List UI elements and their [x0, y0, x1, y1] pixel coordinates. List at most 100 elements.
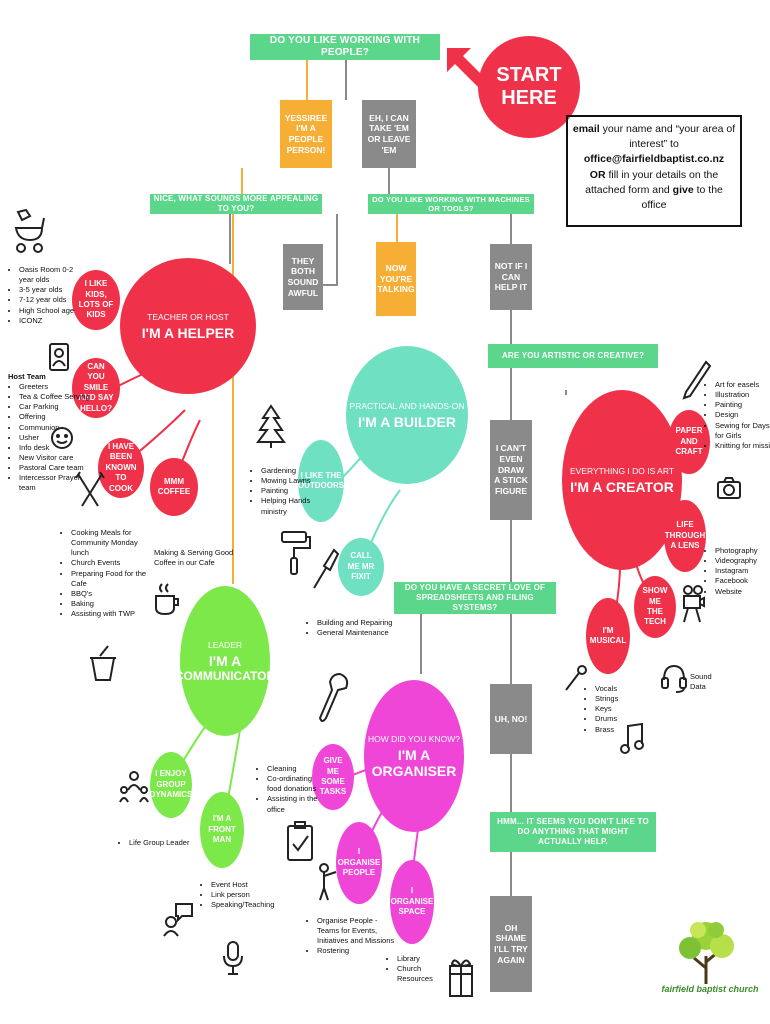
camera-icon: [717, 477, 741, 499]
list-item: Communion: [19, 423, 91, 433]
organiser-people-circle: I ORGANISE PEOPLE: [336, 822, 382, 904]
pram-icon: [14, 208, 45, 253]
list-item: 3-5 year olds: [19, 285, 89, 295]
list-item: Strings: [595, 694, 647, 704]
tree-icon: [256, 404, 286, 448]
list-item: Car Parking: [19, 402, 91, 412]
list-item: General Maintenance: [317, 628, 397, 638]
answer-both-awful: THEY BOTH SOUND AWFUL: [283, 244, 323, 310]
list-item: Drums: [595, 714, 647, 724]
builder-circle: PRACTICAL AND HANDS-ON I'M A BUILDER: [346, 346, 468, 484]
list-item: Info desk: [19, 443, 91, 453]
creator-paper-circle: PAPER AND CRAFT: [668, 410, 710, 474]
list-item: Cleaning: [267, 764, 327, 774]
pot-icon: [90, 645, 116, 681]
creator-musical-circle: I'M MUSICAL: [586, 598, 630, 674]
list-item: Library: [397, 954, 457, 964]
list-item: Event Host: [211, 880, 291, 890]
creator-title: I'M A CREATOR: [570, 478, 674, 495]
list-item: High School age: [19, 306, 89, 316]
organiser-sub: HOW DID YOU KNOW?: [368, 733, 460, 744]
list-item: Art for easels: [715, 380, 770, 390]
list-item: New Visitor care: [19, 453, 91, 463]
podcast-mic-icon: [223, 941, 243, 975]
communicator-group-circle: I ENJOY GROUP DYNAMICS: [150, 752, 192, 818]
list-item: Usher: [19, 433, 91, 443]
contact-email-word: email: [572, 123, 600, 135]
creator-lens-list: PhotographyVideographyInstagramFacebookW…: [704, 546, 770, 597]
arrow-left-icon: [447, 48, 489, 90]
list-item: Life Group Leader: [129, 838, 209, 848]
creator-sub: EVERYTHING I DO IS ART: [569, 465, 675, 476]
question-people: DO YOU LIKE WORKING WITH PEOPLE?: [250, 34, 440, 60]
list-item: Website: [715, 587, 770, 597]
answer-eh-people: EH, I CAN TAKE 'EM OR LEAVE 'EM: [362, 100, 416, 168]
builder-sub: PRACTICAL AND HANDS-ON: [349, 400, 465, 411]
helper-kids-list: Oasis Room 0-2 year olds3-5 year olds7-1…: [8, 265, 89, 326]
list-item: Rostering: [317, 946, 399, 956]
organiser-title: I'M A ORGANISER: [371, 746, 457, 779]
communicator-sub: LEADER: [207, 639, 242, 650]
answer-oh-shame: OH SHAME I'LL TRY AGAIN: [490, 896, 532, 992]
list-item: Facebook: [715, 576, 770, 586]
person-card-icon: [49, 343, 69, 371]
list-item: Illustration: [715, 390, 770, 400]
list-item: Vocals: [595, 684, 647, 694]
start-label-2: HERE: [501, 87, 557, 109]
microphone-icon: [565, 665, 587, 691]
screwdriver-icon: [313, 548, 340, 589]
list-item: Mowing Lawns: [261, 476, 321, 486]
answer-cant-draw: I CAN'T EVEN DRAW A STICK FIGURE: [490, 420, 532, 520]
list-item: Tea & Coffee Serving: [19, 392, 91, 402]
organiser-tasks-list: CleaningCo-ordinating food donationsAssi…: [256, 764, 327, 815]
list-item: Greeters: [19, 382, 91, 392]
list-item: Design: [715, 410, 770, 420]
contact-line1: your name and “your area of interest” to: [599, 123, 736, 151]
contact-line3-end: to the office: [641, 183, 723, 212]
gift-icon: [449, 959, 473, 997]
list-item: BBQ's: [71, 589, 153, 599]
list-item: Baking: [71, 599, 153, 609]
clipboard-icon: [287, 821, 313, 861]
group-icon: [119, 771, 149, 803]
builder-title: I'M A BUILDER: [358, 413, 456, 430]
list-item: Intercessor Prayer team: [19, 473, 91, 493]
organiser-tasks-circle: GIVE ME SOME TASKS: [312, 744, 354, 810]
helper-title: I'M A HELPER: [141, 324, 235, 341]
contact-line3: fill in your details on the attached for…: [585, 168, 719, 196]
coffee-cup-icon: [155, 583, 179, 616]
list-item: Speaking/Teaching: [211, 900, 291, 910]
organiser-space-circle: I ORGANISE SPACE: [390, 860, 434, 944]
question-appealing: NICE, WHAT SOUNDS MORE APPEALING TO YOU?: [150, 194, 322, 214]
communicator-title-2: COMMUNICATOR: [174, 668, 276, 683]
message-hmm: HMM... IT SEEMS YOU DON'T LIKE TO DO ANY…: [490, 812, 656, 852]
builder-fixit-circle: CALL ME MR FIXIT: [338, 538, 384, 596]
list-item: Link person: [211, 890, 291, 900]
question-machines: DO YOU LIKE WORKING WITH MACHINES OR TOO…: [368, 194, 534, 214]
list-item: Instagram: [715, 566, 770, 576]
list-item: Pastoral Care team: [19, 463, 91, 473]
list-item: Oasis Room 0-2 year olds: [19, 265, 89, 285]
wrench-icon: [318, 672, 349, 722]
video-camera-icon: [683, 585, 705, 623]
music-note-icon: [620, 722, 644, 754]
list-item: Sewing for Days for Girls: [715, 421, 770, 441]
list-item: 7-12 year olds: [19, 295, 89, 305]
list-item: Photography: [715, 546, 770, 556]
communicator-title-1: I'M A: [208, 652, 242, 669]
organiser-space-list: LibraryChurch Resources: [386, 954, 457, 984]
question-spreadsheets: DO YOU HAVE A SECRET LOVE OF SPREADSHEET…: [394, 582, 556, 614]
contact-give-word: give: [672, 183, 694, 196]
creator-circle: EVERYTHING I DO IS ART I'M A CREATOR: [562, 390, 682, 570]
church-logo-text: fairfield baptist church: [661, 984, 759, 994]
communicator-circle: LEADER I'M A COMMUNICATOR: [175, 586, 275, 736]
speech-person-icon: [163, 903, 193, 937]
headset-icon: [661, 664, 687, 693]
contact-or-word: OR: [589, 168, 606, 181]
list-item: Assisting in the office: [267, 794, 327, 814]
answer-not-if-help: NOT IF I CAN HELP IT: [490, 244, 532, 310]
helper-host-list: GreetersTea & Coffee ServingCar ParkingO…: [8, 382, 91, 493]
list-item: Preparing Food for the Cafe: [71, 569, 153, 589]
list-item: Church Resources: [397, 964, 457, 984]
